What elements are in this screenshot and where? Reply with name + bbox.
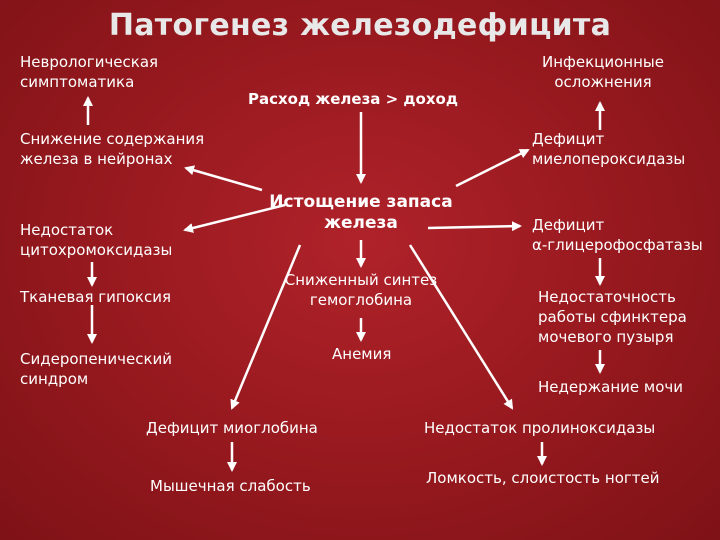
hypoxia-node: Тканевая гипоксия <box>20 288 171 306</box>
depletion-node: Истощение запаса железа <box>269 192 453 233</box>
neuro-symptoms-node: Неврологическая симптоматика <box>20 53 159 91</box>
arrow-depletion-myoglobin <box>230 244 302 410</box>
arrow-depletion-cytochrome <box>183 203 286 233</box>
page-title: Патогенез железодефицита <box>108 8 612 43</box>
prolyl-node: Недостаток пролиноксидазы <box>424 419 656 437</box>
arrow-depletion-neuron <box>184 165 263 192</box>
arrow-depletion-mpo <box>455 148 530 188</box>
incontinence-node: Недержание мочи <box>538 378 683 396</box>
sphincter-node: Недостаточность работы сфинктера мочевог… <box>538 288 687 346</box>
gpd-deficit-node: Дефицит α-глицерофосфатазы <box>532 216 703 254</box>
arrow-depletion-gpd <box>427 221 522 232</box>
myoglobin-node: Дефицит миоглобина <box>146 419 318 437</box>
cytochrome-node: Недостаток цитохромоксидазы <box>20 221 173 259</box>
nails-node: Ломкость, слоистость ногтей <box>426 469 660 487</box>
hb-synthesis-node: Сниженный синтез гемоглобина <box>284 271 438 309</box>
infections-node: Инфекционные осложнения <box>542 53 664 91</box>
neuron-iron-node: Снижение содержания железа в нейронах <box>20 130 205 168</box>
iron-balance-node: Расход железа > доход <box>248 90 458 108</box>
sideropenic-node: Сидеропенический синдром <box>20 350 173 388</box>
weakness-node: Мышечная слабость <box>150 477 311 495</box>
anemia-node: Анемия <box>332 345 392 363</box>
mpo-deficit-node: Дефицит миелопероксидазы <box>532 130 686 168</box>
arrow-depletion-prolyl <box>408 244 514 410</box>
